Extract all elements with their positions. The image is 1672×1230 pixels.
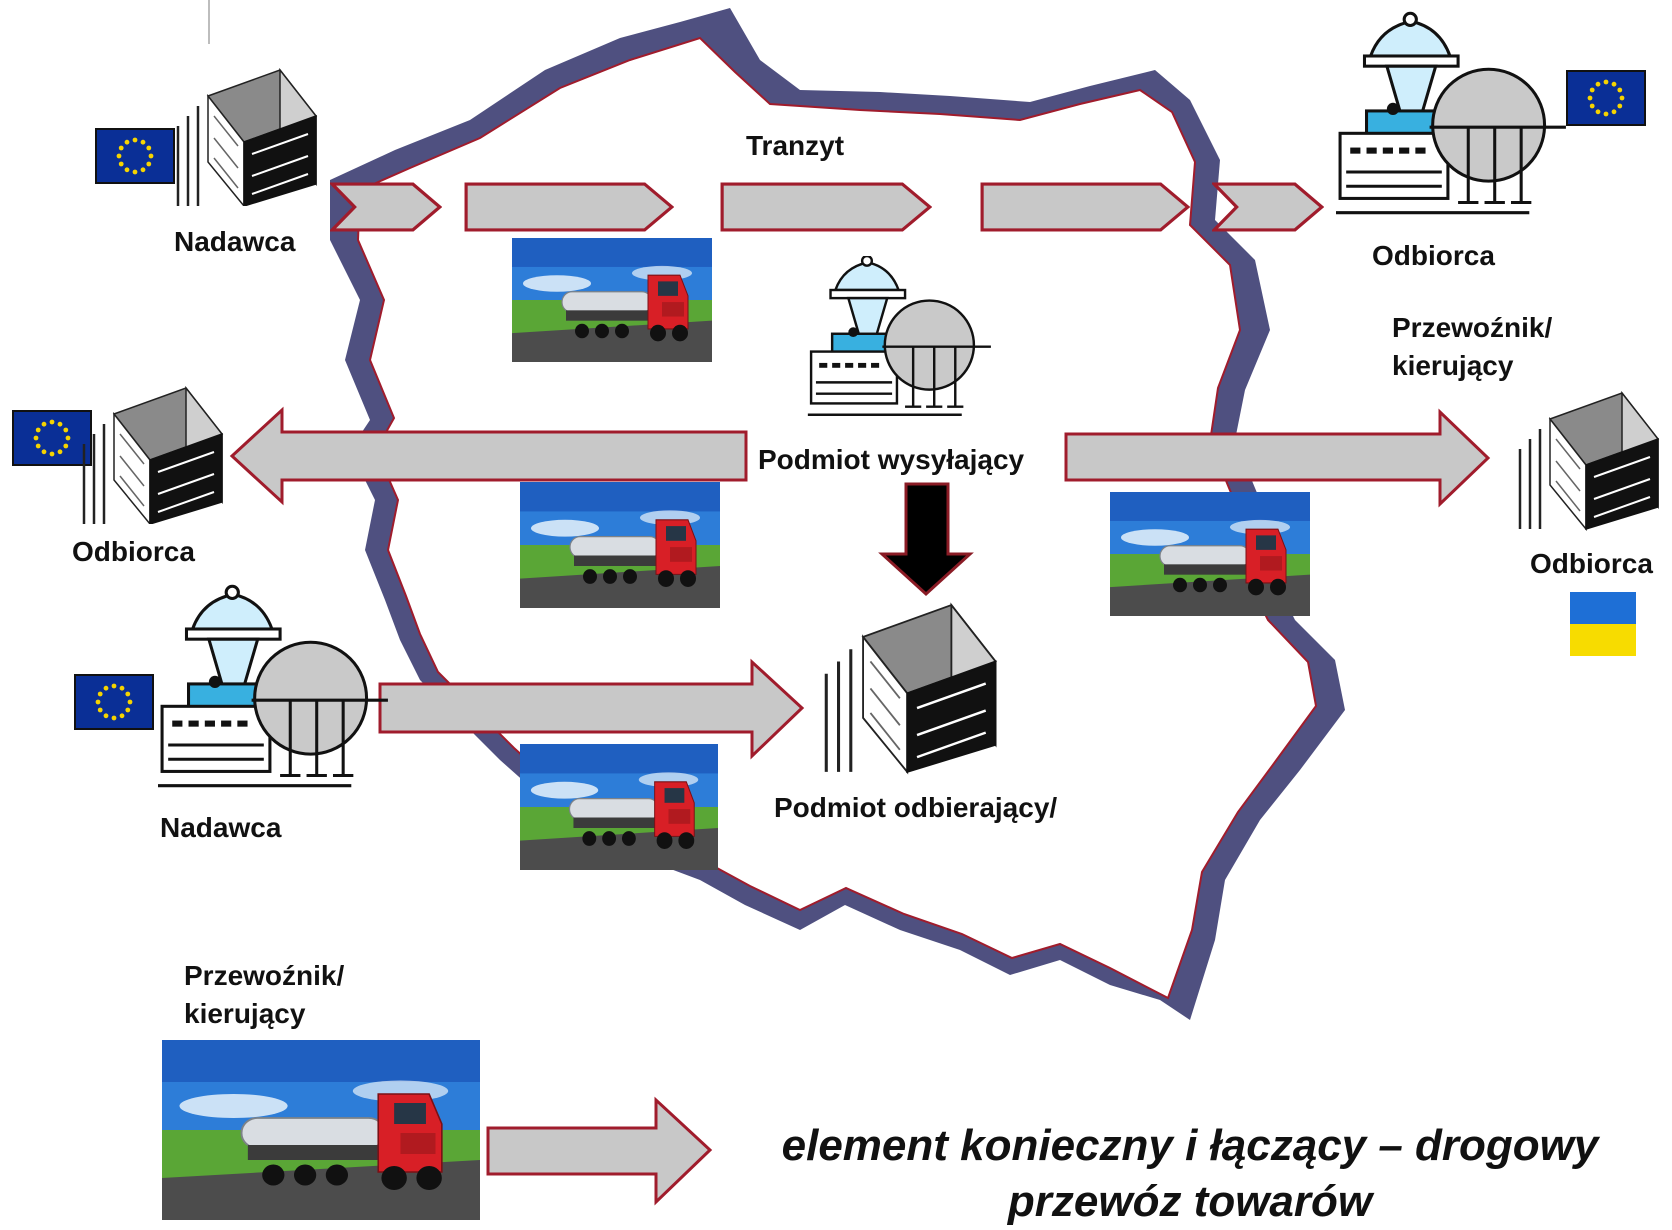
eu-flag-icon <box>95 128 175 184</box>
label-przewoznik-bottom-1: Przewoźnik/ <box>184 960 345 991</box>
transit-arrow-3 <box>720 182 932 232</box>
transit-arrows <box>330 182 1324 232</box>
label-odbiorca-top-right: Odbiorca <box>1372 240 1495 271</box>
label-podmiot-odbierajacy: Podmiot odbierający/ <box>774 792 1058 823</box>
label-nadawca-bottom: Nadawca <box>160 812 282 843</box>
eu-flag-icon <box>1566 70 1646 126</box>
warehouse-building-icon <box>1518 391 1660 531</box>
arrow-to-podmiot-odbierajacy <box>378 658 805 760</box>
down-arrow-black <box>878 482 974 597</box>
tanker-truck-photo <box>512 238 712 362</box>
label-tranzyt: Tranzyt <box>746 130 845 161</box>
caption-line-1: element konieczny i łączący – drogowy <box>781 1121 1599 1170</box>
caption-line-2: przewóz towarów <box>1007 1177 1373 1226</box>
poland-map-outline <box>330 8 1345 1020</box>
tanker-truck-photo <box>520 744 718 870</box>
arrow-to-right-odbiorca <box>1064 408 1491 508</box>
label-podmiot-wysylajacy: Podmiot wysyłający <box>758 444 1025 475</box>
label-przewoznik-right-1: Przewoźnik/ <box>1392 312 1553 343</box>
refinery-tank-icon <box>1336 11 1568 215</box>
eu-flag-icon <box>74 674 154 730</box>
eu-flag-icon <box>12 410 92 466</box>
warehouse-building-icon <box>824 603 998 774</box>
refinery-tank-icon <box>806 256 993 417</box>
warehouse-building-icon <box>176 68 318 206</box>
label-odbiorca-left: Odbiorca <box>72 536 195 567</box>
arrow-to-left-odbiorca <box>229 406 748 506</box>
warehouse-building-icon <box>82 386 224 524</box>
tanker-truck-photo <box>520 482 720 608</box>
label-nadawca-top: Nadawca <box>174 226 296 257</box>
transit-arrow-2 <box>464 182 674 232</box>
label-przewoznik-right-2: kierujący <box>1392 350 1514 381</box>
refinery-tank-icon <box>158 584 390 788</box>
transit-chevron-end <box>1212 182 1324 232</box>
tanker-truck-photo <box>1110 492 1310 616</box>
legend-arrow <box>486 1096 713 1206</box>
ukraine-flag-icon <box>1570 592 1636 656</box>
tanker-truck-photo <box>162 1040 480 1220</box>
legend-caption: element konieczny i łączący – drogowy pr… <box>720 1118 1660 1230</box>
transit-arrow-4 <box>980 182 1190 232</box>
label-odbiorca-right: Odbiorca <box>1530 548 1653 579</box>
label-przewoznik-bottom-2: kierujący <box>184 998 306 1029</box>
